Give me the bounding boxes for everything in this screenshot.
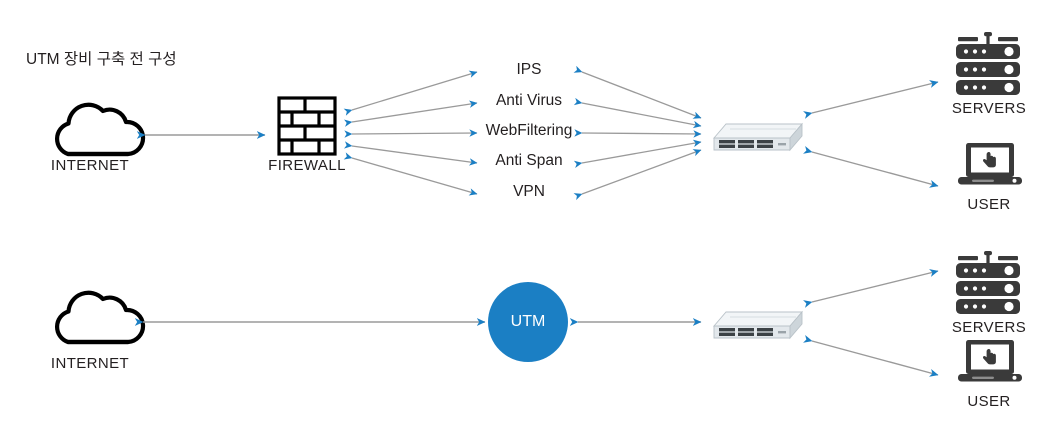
function-label-vpn: VPN <box>513 183 545 200</box>
function-label-anti-virus: Anti Virus <box>495 92 563 109</box>
server-rack-icon <box>956 251 1020 314</box>
laptop-cursor-icon <box>958 340 1022 382</box>
server-rack-icon <box>956 32 1020 95</box>
network-switch-icon <box>713 122 803 152</box>
utm-circle <box>488 282 568 362</box>
label-user-top: USER <box>967 196 1011 213</box>
function-label-webfiltering: WebFiltering <box>485 122 573 139</box>
brick-wall-icon <box>277 96 337 156</box>
arrow-switch-servers-top <box>803 80 939 119</box>
arrow-switch-user-top <box>803 146 939 188</box>
function-label-ips: IPS <box>516 61 542 78</box>
arrow-fan-firewall-functions <box>343 70 478 196</box>
arrow-switch-servers-bottom <box>803 269 939 308</box>
label-servers-top: SERVERS <box>951 100 1027 117</box>
cloud-icon <box>55 102 146 157</box>
label-user-bottom: USER <box>967 393 1011 410</box>
label-internet-top: INTERNET <box>50 157 130 174</box>
function-label-anti-span: Anti Span <box>495 152 563 169</box>
page-title: UTM 장비 구축 전 구성 <box>26 51 177 68</box>
label-firewall-top: FIREWALL <box>268 157 346 174</box>
cloud-icon <box>55 290 146 345</box>
network-switch-icon <box>713 310 803 340</box>
laptop-cursor-icon <box>958 143 1022 185</box>
arrow-switch-user-bottom <box>803 335 939 377</box>
label-utm: UTM <box>510 313 546 330</box>
label-internet-bottom: INTERNET <box>50 355 130 372</box>
label-servers-bottom: SERVERS <box>951 319 1027 336</box>
arrow-fan-functions-switch <box>573 65 702 201</box>
